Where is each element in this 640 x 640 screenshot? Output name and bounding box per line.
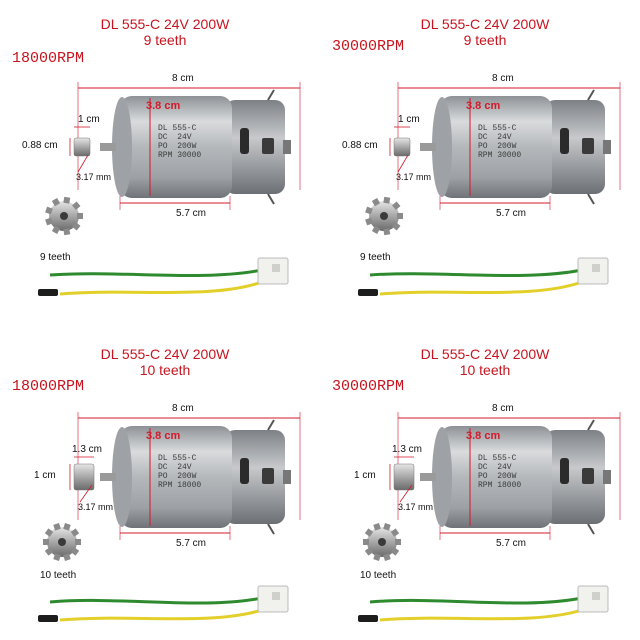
- gear-teeth-caption: 9 teeth: [360, 252, 391, 263]
- shaft-gear: [393, 137, 411, 157]
- body-length-label: 5.7 cm: [176, 538, 207, 549]
- loose-gear: [45, 196, 83, 236]
- motor-can: [120, 96, 232, 198]
- length-label: 8 cm: [492, 73, 514, 84]
- product-title: DL 555-C 24V 200W: [100, 346, 230, 362]
- gear-teeth-caption: 10 teeth: [360, 570, 397, 581]
- motor-can: [120, 426, 232, 528]
- body-length-label: 5.7 cm: [176, 208, 207, 219]
- shaft-length-label: 1 cm: [398, 114, 420, 125]
- motor-illustration: [358, 82, 621, 296]
- green-wire: [369, 268, 583, 278]
- green-wire: [49, 268, 263, 278]
- shaft-gear: [73, 137, 91, 157]
- loose-gear: [43, 523, 81, 561]
- green-wire: [49, 596, 263, 605]
- motor-endcap: [225, 430, 285, 524]
- loose-gear: [363, 523, 401, 561]
- motor-print-text: DL 555-C DC 24V PO 200W RPM 18000: [478, 454, 522, 490]
- wire-terminal: [38, 289, 58, 296]
- shaft-diameter-label: 3.17 mm: [76, 172, 112, 182]
- motor-print-text: DL 555-C DC 24V PO 200W RPM 18000: [158, 454, 202, 490]
- green-wire: [369, 596, 583, 605]
- motor-front-face: [112, 427, 132, 527]
- gear-teeth-caption: 9 teeth: [40, 252, 71, 263]
- teeth-title: 9 teeth: [143, 32, 187, 48]
- motor-front-face: [112, 97, 132, 197]
- diameter-label: 3.8 cm: [146, 100, 181, 112]
- wire-terminal: [358, 289, 378, 296]
- motor-shaft: [420, 143, 436, 151]
- shaft-length-label: 1.3 cm: [72, 444, 103, 455]
- gear-width-label: 0.88 cm: [342, 140, 378, 151]
- teeth-title: 10 teeth: [139, 362, 191, 378]
- motor-illustration: [38, 82, 301, 296]
- product-title: DL 555-C 24V 200W: [420, 346, 550, 362]
- motor-front-face: [432, 97, 452, 197]
- rpm-label: 30000RPM: [332, 378, 405, 395]
- shaft-diameter-label: 3.17 mm: [78, 502, 114, 512]
- yellow-wire: [379, 608, 583, 622]
- yellow-wire: [59, 608, 263, 622]
- diameter-label: 3.8 cm: [146, 430, 181, 442]
- motor-print-text: DL 555-C DC 24V PO 200W RPM 30000: [158, 124, 202, 160]
- gear-width-label: 1 cm: [34, 470, 56, 481]
- motor-can: [440, 96, 552, 198]
- body-length-label: 5.7 cm: [496, 208, 527, 219]
- product-title: DL 555-C 24V 200W: [100, 16, 230, 32]
- gear-width-label: 0.88 cm: [22, 140, 58, 151]
- loose-gear: [365, 196, 403, 236]
- motor-print-text: DL 555-C DC 24V PO 200W RPM 30000: [478, 124, 522, 160]
- motor-endcap: [545, 430, 605, 524]
- shaft-length-label: 1 cm: [78, 114, 100, 125]
- motor-shaft: [420, 473, 436, 481]
- gear-width-label: 1 cm: [354, 470, 376, 481]
- teeth-title: 10 teeth: [459, 362, 511, 378]
- motor-illustration: [358, 412, 621, 622]
- gear-teeth-caption: 10 teeth: [40, 570, 77, 581]
- rpm-label: 18000RPM: [12, 378, 85, 395]
- motor-shaft: [100, 143, 116, 151]
- shaft-gear: [393, 463, 415, 491]
- rpm-label: 30000RPM: [332, 38, 405, 55]
- length-label: 8 cm: [492, 403, 514, 414]
- yellow-wire: [59, 280, 263, 296]
- diameter-label: 3.8 cm: [466, 100, 501, 112]
- motor-illustration: [38, 412, 301, 622]
- product-title: DL 555-C 24V 200W: [420, 16, 550, 32]
- motor-can: [440, 426, 552, 528]
- motor-front-face: [432, 427, 452, 527]
- wire-terminal: [38, 615, 58, 622]
- shaft-diameter-label: 3.17 mm: [396, 172, 432, 182]
- teeth-title: 9 teeth: [463, 32, 507, 48]
- body-length-label: 5.7 cm: [496, 538, 527, 549]
- motor-shaft: [100, 473, 116, 481]
- yellow-wire: [379, 280, 583, 296]
- length-label: 8 cm: [172, 403, 194, 414]
- length-label: 8 cm: [172, 73, 194, 84]
- wire-terminal: [358, 615, 378, 622]
- rpm-label: 18000RPM: [12, 50, 85, 67]
- diameter-label: 3.8 cm: [466, 430, 501, 442]
- shaft-diameter-label: 3.17 mm: [398, 502, 434, 512]
- shaft-gear: [73, 463, 95, 491]
- shaft-length-label: 1.3 cm: [392, 444, 423, 455]
- motor-endcap: [545, 100, 605, 194]
- motor-endcap: [225, 100, 285, 194]
